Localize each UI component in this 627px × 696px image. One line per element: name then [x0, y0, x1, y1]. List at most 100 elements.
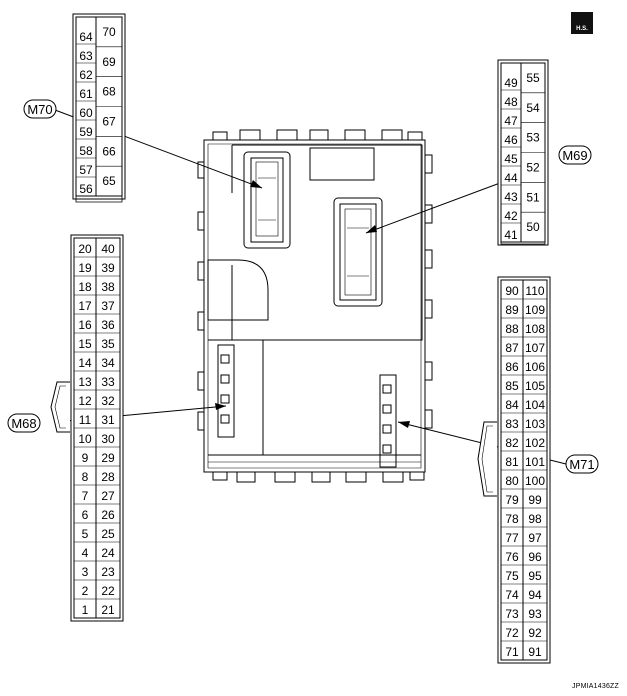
pin-label: 61: [79, 87, 93, 101]
pin-label: 88: [505, 322, 519, 336]
pin-label: 33: [101, 375, 115, 389]
pin-label: 75: [505, 569, 519, 583]
svg-text:M69: M69: [562, 148, 587, 163]
pin-label: 12: [78, 394, 92, 408]
pin-label: 24: [101, 546, 115, 560]
pin-label: 64: [79, 30, 93, 44]
pin-label: 2: [82, 584, 89, 598]
pin-label: 92: [528, 626, 542, 640]
pin-label: 51: [526, 190, 540, 204]
pin-label: 25: [101, 527, 115, 541]
pin-label: 32: [101, 394, 115, 408]
pin-label: 27: [101, 489, 115, 503]
pin-label: 52: [526, 160, 540, 174]
pin-label: 11: [79, 413, 92, 427]
pin-label: 23: [101, 565, 115, 579]
pin-label: 15: [78, 337, 92, 351]
pin-label: 34: [101, 356, 115, 370]
pin-label: 110: [525, 284, 544, 298]
pin-label: 87: [505, 341, 519, 355]
pin-label: 5: [82, 527, 89, 541]
pin-label: 1: [82, 603, 89, 617]
drawing-code: JPMIA1436ZZ: [572, 683, 619, 690]
arrowhead-m68: [215, 403, 226, 410]
pin-label: 49: [504, 76, 518, 90]
pin-label: 108: [525, 322, 545, 336]
pin-label: 103: [525, 417, 545, 431]
label-m68: M68: [7, 413, 41, 433]
arrowhead-m71: [398, 421, 410, 428]
pin-label: 74: [505, 588, 519, 602]
pin-label: 60: [79, 106, 93, 120]
pin-label: 35: [101, 337, 115, 351]
pin-label: 81: [505, 455, 519, 469]
pin-label: 18: [78, 280, 92, 294]
pin-label: 89: [505, 303, 519, 317]
pin-label: 82: [505, 436, 519, 450]
pin-label: 21: [101, 603, 115, 617]
pin-label: 93: [528, 607, 542, 621]
pin-label: 104: [525, 398, 545, 412]
pin-label: 105: [525, 379, 545, 393]
arrowhead-m69: [366, 225, 377, 233]
pin-label: 106: [525, 360, 545, 374]
pin-label: 36: [101, 318, 115, 332]
svg-text:M70: M70: [27, 102, 52, 117]
pin-label: 59: [79, 125, 93, 139]
pin-label: 77: [505, 531, 519, 545]
label-m69: M69: [558, 145, 592, 165]
pin-label: 48: [504, 95, 518, 109]
pin-label: 99: [528, 493, 542, 507]
pin-label: 47: [504, 114, 518, 128]
hs-icon: H.S.: [571, 12, 593, 34]
pin-label: 83: [505, 417, 519, 431]
pin-label: 39: [101, 261, 115, 275]
arrowhead-m70: [250, 180, 262, 188]
pin-label: 26: [101, 508, 115, 522]
pin-label: 73: [505, 607, 519, 621]
pin-label: 79: [505, 493, 519, 507]
pin-label: 70: [102, 25, 116, 39]
pin-label: 31: [101, 413, 115, 427]
pin-label: 67: [102, 114, 116, 128]
pin-label: 37: [101, 299, 115, 313]
pin-label: 55: [526, 71, 540, 85]
pin-label: 97: [528, 531, 542, 545]
pin-label: 50: [526, 220, 540, 234]
pin-label: 80: [505, 474, 519, 488]
pin-label: 69: [102, 55, 116, 69]
svg-text:M71: M71: [569, 457, 594, 472]
svg-text:M68: M68: [11, 416, 36, 431]
pin-label: 29: [101, 451, 115, 465]
pin-label: 100: [525, 474, 545, 488]
pin-label: 72: [505, 626, 519, 640]
pin-label: 41: [504, 228, 518, 242]
pin-label: 20: [78, 242, 92, 256]
pin-label: 6: [82, 508, 89, 522]
pin-label: 40: [101, 242, 115, 256]
central-unit: [197, 129, 433, 483]
pin-label: 54: [526, 101, 540, 115]
pin-label: 22: [101, 584, 115, 598]
pin-label: 53: [526, 131, 540, 145]
pin-label: 63: [79, 49, 93, 63]
pin-label: 85: [505, 379, 519, 393]
pin-label: 9: [82, 451, 89, 465]
pin-label: 91: [528, 645, 542, 659]
pin-label: 46: [504, 133, 518, 147]
pin-label: 17: [78, 299, 92, 313]
pin-label: 8: [82, 470, 89, 484]
pin-label: 28: [101, 470, 115, 484]
pin-label: 109: [525, 303, 545, 317]
pin-label: 30: [101, 432, 115, 446]
pin-label: 66: [102, 144, 116, 158]
pin-label: 44: [504, 171, 518, 185]
pin-label: 7: [82, 489, 89, 503]
pin-label: 4: [82, 546, 89, 560]
pin-label: 56: [79, 182, 93, 196]
pin-label: 38: [101, 280, 115, 294]
pin-label: 95: [528, 569, 542, 583]
